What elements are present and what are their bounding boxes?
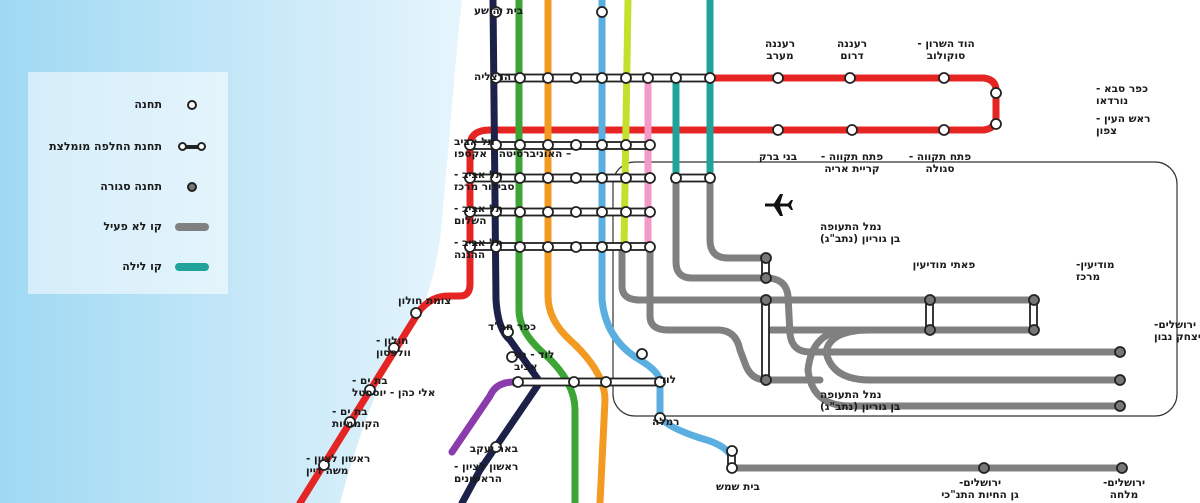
legend-inactive: קו לא פעיל <box>103 220 210 233</box>
label-ta-university: תל אביב– האוניברסיטה - אקספו <box>454 136 571 160</box>
label-jerusalem-malha: ירושלים-מלחה <box>1103 477 1145 501</box>
legend-station: תחנה <box>134 98 210 111</box>
legend-night: קו לילה <box>122 260 210 273</box>
label-jerusalem-zoo: ירושלים-גן החיות התנ"כי <box>941 477 1019 501</box>
label-lod: לוד <box>660 374 676 386</box>
line-orange <box>544 0 609 503</box>
line-gray-tlv-south-1 <box>618 244 770 304</box>
airport-zone-frame <box>612 161 1178 417</box>
line-purple <box>448 378 518 456</box>
legend-closed: תחנה סגורה <box>100 180 210 193</box>
line-teal <box>672 0 714 182</box>
legend-closed-label: תחנה סגורה <box>100 180 162 193</box>
label-ta-hashalom: תל אביב -השלום <box>454 203 503 227</box>
line-gray-jerusalem-navon <box>762 274 1124 356</box>
label-hod-hasharon: הוד השרון -סוקולוב <box>917 38 974 62</box>
inactive-line-symbol-icon <box>174 222 210 231</box>
label-paatei-modiin: פאתי מודיעין <box>913 259 976 271</box>
stations-open <box>318 6 1002 474</box>
closed-station-symbol-icon <box>174 181 210 192</box>
label-jerusalem-navon: ירושלים-יצחק נבון <box>1154 319 1200 343</box>
line-gray-tlv-south-2 <box>646 244 824 384</box>
label-ta-hahagana: תל אביב -ההגנה <box>454 237 503 261</box>
legend-station-label: תחנה <box>134 98 162 111</box>
label-pt-kiryat-arye: פתח תקווה -קריית אריה <box>821 151 883 175</box>
label-bat-yam-komemiyut: בת ים -הקוממיות <box>332 406 380 430</box>
label-herzliya: הרצליה <box>474 71 511 83</box>
line-green <box>515 0 579 503</box>
label-pt-segula: פתח תקווה -סגולה <box>909 151 971 175</box>
interchange-symbol-icon <box>174 142 210 151</box>
label-beer-yaakov: באר יעקב <box>470 443 518 455</box>
airplane-icon <box>765 194 793 216</box>
label-kfar-saba: כפר סבא -נורדאו <box>1096 83 1148 107</box>
label-rosh-haayin: ראש העין -צפון <box>1096 113 1151 137</box>
line-navy <box>458 0 544 503</box>
label-bnei-brak: בני ברק <box>759 151 797 163</box>
label-ta-savidor: תל אביב -סבידור מרכז <box>454 169 514 193</box>
stations-closed <box>760 252 1128 474</box>
station-symbol-icon <box>174 99 210 110</box>
label-bat-yam-yoseftal: בת ים -אלי כהן - יוספטל <box>352 375 435 399</box>
line-gray-airport-1 <box>672 174 770 282</box>
line-gray-modiin <box>762 296 1038 334</box>
label-holon-junction: צומת חולון <box>398 295 451 307</box>
line-gray-jerusalem-b <box>804 326 1124 410</box>
legend: תחנה תחנת החלפה מומלצת תחנה סגורה קו לא … <box>28 72 228 294</box>
legend-interchange-label: תחנת החלפה מומלצת <box>49 140 162 153</box>
label-beit-yehoshua: בית יהושע <box>474 5 523 17</box>
label-rishon-rishonim: ראשון לציון -הראשונים <box>454 461 518 485</box>
label-beit-shemesh: בית שמש <box>716 481 760 493</box>
label-rishon-moshe-dayan: ראשון לציון -משה דיין <box>306 453 370 477</box>
legend-interchange: תחנת החלפה מומלצת <box>49 140 210 153</box>
legend-inactive-label: קו לא פעיל <box>103 220 162 233</box>
label-ramla: רמלה <box>652 416 680 428</box>
legend-night-label: קו לילה <box>122 260 162 273</box>
night-line-symbol-icon <box>174 262 210 271</box>
label-holon-wolfson: חולון -וולפסון <box>376 335 411 359</box>
label-modiin-center: מודיעין-מרכז <box>1076 259 1115 283</box>
line-gray-east-upper <box>706 174 770 262</box>
label-kfar-chabad: כפר חב"ד <box>488 321 536 333</box>
